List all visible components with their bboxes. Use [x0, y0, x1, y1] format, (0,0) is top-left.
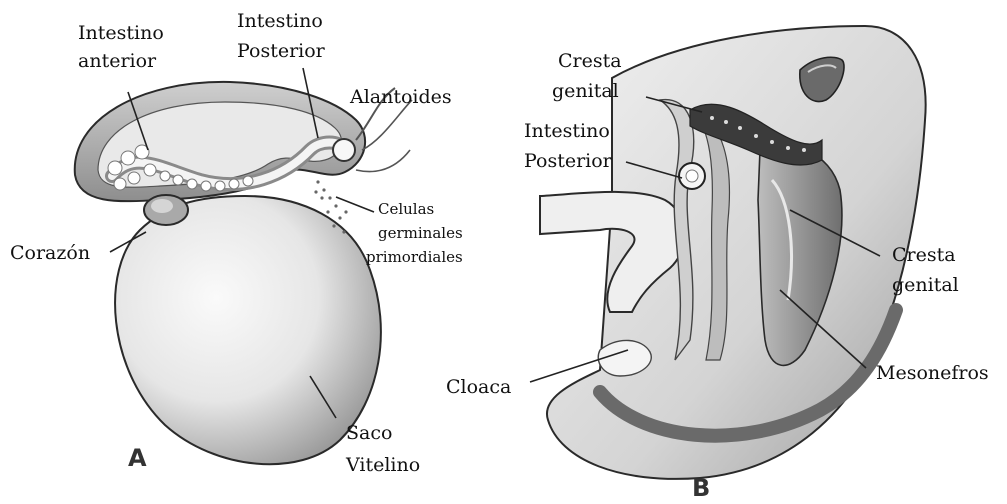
label-cresta-genital-top-line2: genital: [552, 76, 619, 106]
label-cresta-genital-right-line1: Cresta: [892, 240, 956, 270]
label-intestino-anterior-line2: anterior: [78, 46, 156, 76]
label-saco-line1: Saco: [346, 418, 392, 448]
label-alantoides: Alantoides: [350, 82, 452, 112]
label-celulas-line3: primordiales: [366, 246, 463, 269]
label-cresta-genital-right-line2: genital: [892, 270, 959, 300]
panel-a-drawing: [75, 68, 412, 464]
hindgut-loop: [333, 139, 355, 161]
label-corazon: Corazón: [10, 238, 90, 268]
label-intestino-posterior-a-line2: Posterior: [237, 36, 325, 66]
label-mesonefros: Mesonefros: [876, 358, 989, 388]
label-celulas-line1: Celulas: [378, 198, 434, 221]
label-intestino-anterior-line1: Intestino: [78, 18, 164, 48]
label-celulas-line2: germinales: [378, 222, 463, 245]
panel-letter-b: B: [692, 474, 710, 502]
label-intestino-posterior-a-line1: Intestino: [237, 6, 323, 36]
label-saco-line2: Vitelino: [346, 450, 420, 480]
yolk-sac: [115, 196, 381, 464]
panel-letter-a: A: [128, 444, 147, 472]
label-intestino-posterior-b-line1: Intestino: [524, 116, 610, 146]
label-cresta-genital-top-line1: Cresta: [558, 46, 622, 76]
label-intestino-posterior-b-line2: Posterior: [524, 146, 612, 176]
label-cloaca: Cloaca: [446, 372, 511, 402]
